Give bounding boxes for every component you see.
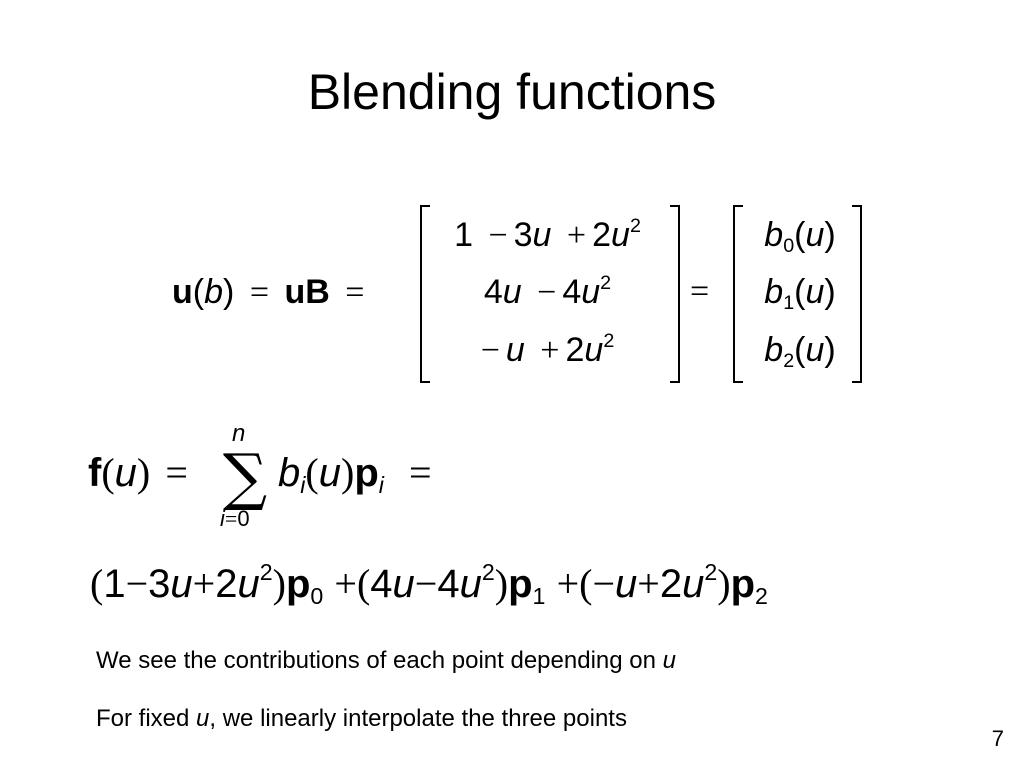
sum-upper-limit: n bbox=[232, 420, 246, 447]
term: 4 bbox=[562, 273, 582, 311]
equation-1-lhs: u(b) = uB = bbox=[172, 267, 364, 318]
paren-open: ( bbox=[192, 273, 205, 311]
matrix1-left-bracket bbox=[420, 205, 432, 383]
subscript: i bbox=[378, 471, 384, 498]
matrix1-right-bracket bbox=[668, 205, 680, 383]
var-b: b bbox=[764, 273, 784, 311]
term: 2 bbox=[565, 331, 585, 369]
exponent: 2 bbox=[600, 271, 612, 294]
var-u: u bbox=[662, 647, 676, 674]
var-u: u bbox=[805, 273, 825, 311]
equation-3: (1−3u+2u2)p0 +(4u−4u2)p1 +(−u+2u2)p2 bbox=[90, 559, 768, 609]
operator: − bbox=[488, 217, 508, 254]
var-u: u bbox=[114, 451, 137, 495]
var-u: u bbox=[196, 705, 210, 732]
subscript: 2 bbox=[755, 582, 768, 609]
var-b: b bbox=[204, 273, 224, 311]
equation-2-lhs: f(u) = bbox=[88, 450, 188, 495]
subscript: 1 bbox=[783, 291, 795, 314]
vector-p: p bbox=[354, 451, 379, 495]
term-1-inner: 4u−4u bbox=[370, 561, 482, 606]
exponent: 2 bbox=[481, 559, 495, 586]
page-number: 7 bbox=[991, 726, 1004, 751]
var-u: u bbox=[532, 216, 552, 254]
product-uB: uB bbox=[284, 273, 330, 311]
operator: + bbox=[540, 332, 560, 369]
equals-sign: = bbox=[690, 273, 710, 310]
exponent: 2 bbox=[629, 214, 641, 237]
slide-title: Blending functions bbox=[307, 64, 717, 120]
subscript: i bbox=[300, 471, 306, 498]
matrix1-row-2: −u +2u2 bbox=[425, 325, 670, 380]
operator: + bbox=[566, 217, 587, 254]
equals-sign: = bbox=[249, 274, 269, 311]
term-0-inner: 1−3u+2u bbox=[103, 561, 260, 606]
term: 2 bbox=[592, 216, 612, 254]
var-u: u bbox=[805, 331, 825, 369]
var-u: u bbox=[611, 216, 630, 254]
equals-sign: = bbox=[409, 450, 432, 495]
var-u: u bbox=[581, 273, 601, 311]
summation-icon: ∑ bbox=[222, 440, 268, 513]
matrix1-row-1: 4u −4u2 bbox=[425, 267, 670, 322]
matrix2-left-bracket bbox=[733, 205, 745, 383]
subscript: 1 bbox=[532, 582, 546, 609]
equals-sign: = bbox=[345, 274, 365, 311]
note-line-2: For fixed u, we linearly interpolate the… bbox=[96, 704, 627, 734]
var-u: u bbox=[805, 216, 825, 254]
term-2-inner: u+2u bbox=[615, 561, 705, 606]
equals-sign: = bbox=[165, 450, 188, 495]
subscript: 0 bbox=[783, 234, 795, 257]
var-b: b bbox=[764, 331, 784, 369]
operator: − bbox=[537, 274, 557, 311]
matrix1-row-0: 1 −3u +2u2 bbox=[425, 210, 670, 265]
matrix2-row-2: b2(u) bbox=[764, 331, 836, 372]
subscript: 0 bbox=[310, 582, 324, 609]
subscript: 2 bbox=[783, 349, 795, 372]
equation-2-rhs: bi(u)pi = bbox=[278, 450, 432, 498]
note-text: , we linearly interpolate the three poin… bbox=[209, 705, 627, 732]
function-f: f bbox=[88, 451, 102, 495]
var-u: u bbox=[318, 451, 341, 495]
note-text: For fixed bbox=[96, 705, 197, 732]
note-line-1: We see the contributions of each point d… bbox=[96, 646, 676, 676]
paren-close: ) bbox=[223, 273, 235, 311]
var-u: u bbox=[584, 331, 604, 369]
exponent: 2 bbox=[704, 559, 718, 586]
plus-sign: + bbox=[334, 561, 357, 606]
var-b: b bbox=[764, 216, 784, 254]
var-u: u bbox=[505, 331, 525, 369]
operator: − bbox=[480, 332, 500, 369]
matrix2-row-0: b0(u) bbox=[764, 216, 836, 257]
vector-u: u bbox=[172, 273, 193, 311]
exponent: 2 bbox=[259, 559, 273, 586]
term: 4 bbox=[483, 273, 503, 311]
sum-lower-limit: i=0 bbox=[220, 506, 250, 531]
var-u: u bbox=[502, 273, 522, 311]
plus-sign: + bbox=[556, 561, 580, 606]
note-text: We see the contributions of each point d… bbox=[96, 647, 663, 674]
exponent: 2 bbox=[603, 329, 615, 352]
var-b: b bbox=[278, 451, 301, 495]
matrix2-right-bracket bbox=[850, 205, 862, 383]
term: 1 bbox=[454, 216, 473, 254]
matrix2-row-1: b1(u) bbox=[764, 273, 836, 314]
term: 3 bbox=[513, 216, 533, 254]
